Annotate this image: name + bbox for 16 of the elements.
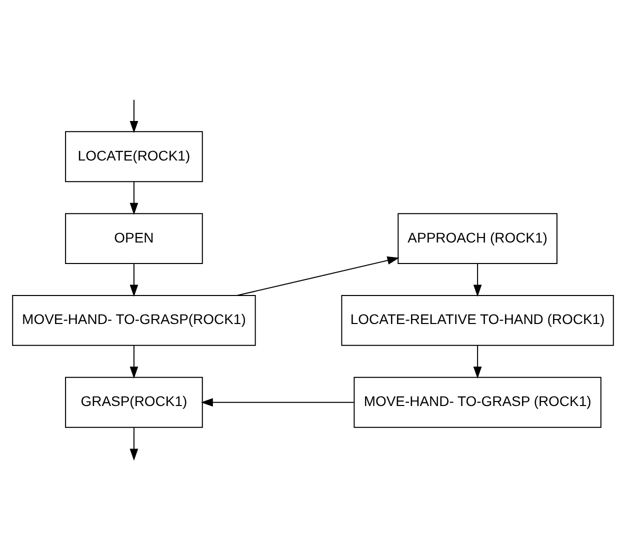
arrow (130, 99, 138, 134)
arrow (473, 263, 482, 297)
arrow (200, 398, 354, 407)
arrow (130, 263, 138, 297)
arrow (130, 426, 138, 461)
node-box: LOCATE(ROCK1) (65, 131, 203, 182)
node-box: MOVE-HAND- TO-GRASP(ROCK1) (12, 294, 256, 346)
arrow (130, 344, 138, 379)
arrow (130, 181, 138, 215)
node-box: MOVE-HAND- TO-GRASP (ROCK1) (354, 376, 602, 428)
arrow (236, 256, 400, 296)
arrow (473, 344, 482, 379)
node-box: GRASP(ROCK1) (65, 376, 203, 428)
node-box: LOCATE-RELATIVE TO-HAND (ROCK1) (341, 294, 614, 346)
node-box: APPROACH (ROCK1) (398, 213, 558, 264)
node-box: OPEN (65, 213, 203, 264)
